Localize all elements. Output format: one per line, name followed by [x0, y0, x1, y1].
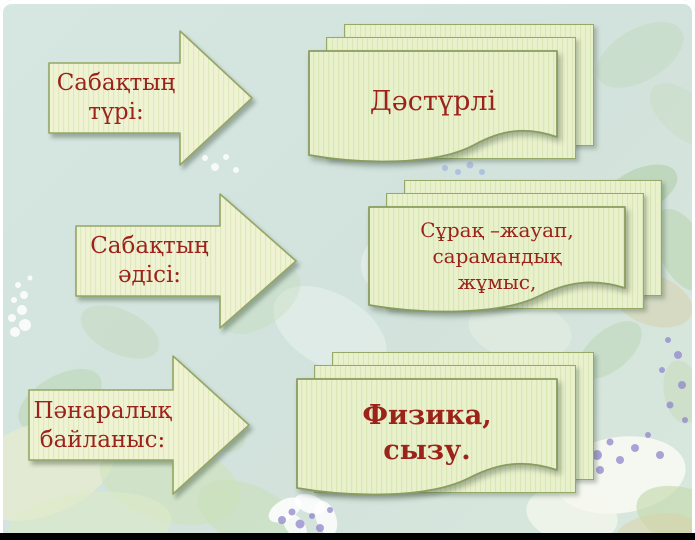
arrow-label-lesson-method: Сабақтың әдісі:: [90, 232, 209, 288]
arrow-lesson-method: Сабақтың әдісі:: [75, 193, 297, 329]
card-front: Физика, сызу.: [296, 378, 558, 506]
card-stack-lesson-method: Сұрақ –жауап, сарамандық жұмыс,: [368, 180, 662, 324]
arrow-label-lesson-type: Сабақтың түрі:: [56, 69, 176, 125]
card-front: Сұрақ –жауап, сарамандық жұмыс,: [368, 206, 626, 322]
arrow-lesson-type: Сабақтың түрі:: [48, 30, 253, 166]
card-text-lesson-method: Сұрақ –жауап, сарамандық жұмыс,: [420, 218, 574, 294]
card-text-lesson-type: Дәстүрлі: [369, 86, 497, 118]
white-sprig: [8, 275, 33, 337]
card-front: Дәстүрлі: [308, 50, 558, 172]
arrow-label-interdisciplinary: Пәнаралық байланыс:: [33, 397, 172, 453]
card-stack-interdisciplinary: Физика, сызу.: [296, 352, 594, 510]
card-text-interdisciplinary: Физика, сызу.: [362, 399, 492, 466]
card-stack-lesson-type: Дәстүрлі: [308, 24, 594, 174]
arrow-interdisciplinary: Пәнаралық байланыс:: [28, 355, 250, 495]
bottom-letterbox: [0, 533, 695, 540]
